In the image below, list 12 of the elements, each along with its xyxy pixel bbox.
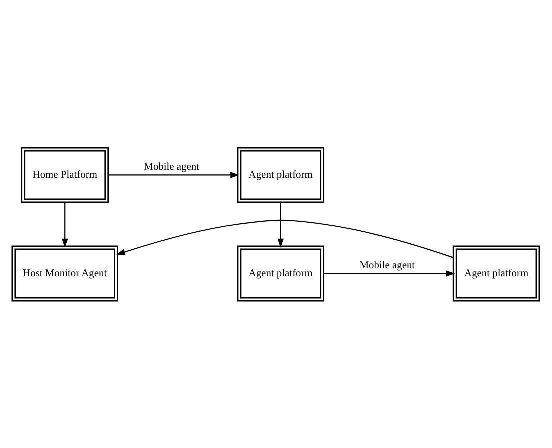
arrow (62, 202, 68, 248)
node-box: Agent platform (237, 245, 325, 302)
arrow (324, 270, 456, 276)
edge-label: Mobile agent (360, 260, 416, 272)
arrow (278, 202, 284, 248)
node-box: Host Monitor Agent (12, 245, 118, 302)
node-box: Agent platform (237, 146, 325, 203)
arrow (116, 219, 454, 258)
node-box: Agent platform (452, 245, 540, 302)
node-box: Home Platform (21, 146, 110, 203)
arrow (108, 172, 240, 178)
edge-label: Mobile agent (144, 162, 200, 173)
